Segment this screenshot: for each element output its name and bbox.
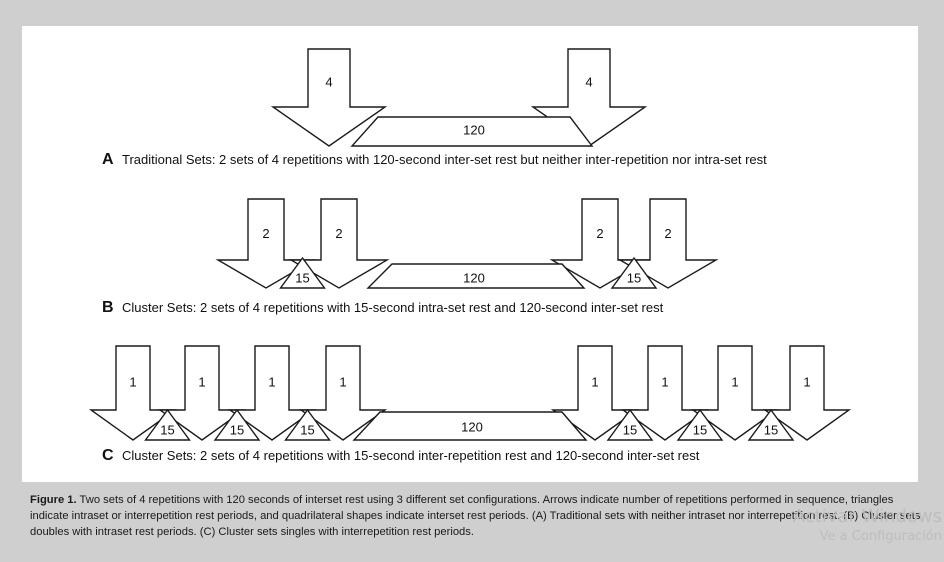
watermark-line-1: Activar Windows [792, 506, 942, 527]
inter-set-rest-label: 120 [463, 270, 485, 285]
rest-triangle-label: 15 [764, 422, 778, 437]
arrow-repetition-count: 1 [339, 374, 346, 389]
rest-triangle [606, 408, 654, 441]
inter-set-rest-quadrilateral [350, 116, 594, 147]
panel-letter: A [102, 151, 114, 168]
rest-triangle-label: 15 [230, 422, 244, 437]
repetition-arrow [288, 198, 390, 289]
arrow-repetition-count: 1 [661, 374, 668, 389]
repetition-arrow [690, 345, 780, 441]
rest-triangle [284, 408, 331, 441]
rest-triangle [676, 408, 724, 441]
inter-set-rest-quadrilateral [352, 411, 588, 441]
repetition-arrow [620, 345, 710, 441]
inter-set-rest-label: 120 [463, 122, 485, 137]
arrow-repetition-count: 4 [325, 74, 332, 89]
arrow-repetition-count: 2 [335, 226, 342, 241]
rest-triangle-label: 15 [300, 422, 314, 437]
repetition-arrow [157, 345, 247, 441]
arrow-repetition-count: 1 [268, 374, 275, 389]
rest-triangle-label: 15 [623, 422, 637, 437]
inter-set-rest-quadrilateral [366, 263, 586, 289]
repetition-arrow [298, 345, 388, 441]
arrow-repetition-count: 1 [129, 374, 136, 389]
rest-triangle [279, 256, 326, 289]
panel-letter: B [102, 299, 114, 316]
panel-caption: Cluster Sets: 2 sets of 4 repetitions wi… [122, 300, 664, 315]
figure-caption: Figure 1. Two sets of 4 repetitions with… [30, 492, 930, 540]
panel-caption: Traditional Sets: 2 sets of 4 repetition… [122, 152, 767, 167]
arrow-repetition-count: 4 [585, 74, 592, 89]
rest-triangle-label: 15 [295, 270, 309, 285]
panel-letter: C [102, 447, 114, 464]
arrow-repetition-count: 1 [591, 374, 598, 389]
repetition-arrow [617, 198, 719, 289]
watermark-line-2: Ve a Configuración [819, 529, 942, 544]
arrow-repetition-count: 2 [596, 226, 603, 241]
repetition-arrow [270, 48, 388, 147]
rest-triangle-label: 15 [160, 422, 174, 437]
repetition-arrow [762, 345, 852, 441]
arrow-repetition-count: 2 [664, 226, 671, 241]
repetition-arrow [227, 345, 317, 441]
repetition-arrow [88, 345, 178, 441]
repetition-arrow [550, 345, 640, 441]
arrow-repetition-count: 1 [731, 374, 738, 389]
rest-triangle [747, 408, 795, 441]
arrow-repetition-count: 1 [198, 374, 205, 389]
figure-caption-label: Figure 1. [30, 494, 77, 506]
rest-triangle-label: 15 [693, 422, 707, 437]
rest-triangle [144, 408, 191, 441]
arrow-repetition-count: 2 [262, 226, 269, 241]
arrow-repetition-count: 1 [803, 374, 810, 389]
rest-triangle [213, 408, 261, 441]
panel-caption: Cluster Sets: 2 sets of 4 repetitions wi… [122, 448, 700, 463]
rest-triangle [610, 256, 658, 289]
rest-triangle-label: 15 [627, 270, 641, 285]
figure-caption-text: Two sets of 4 repetitions with 120 secon… [30, 494, 921, 538]
inter-set-rest-label: 120 [461, 419, 483, 434]
